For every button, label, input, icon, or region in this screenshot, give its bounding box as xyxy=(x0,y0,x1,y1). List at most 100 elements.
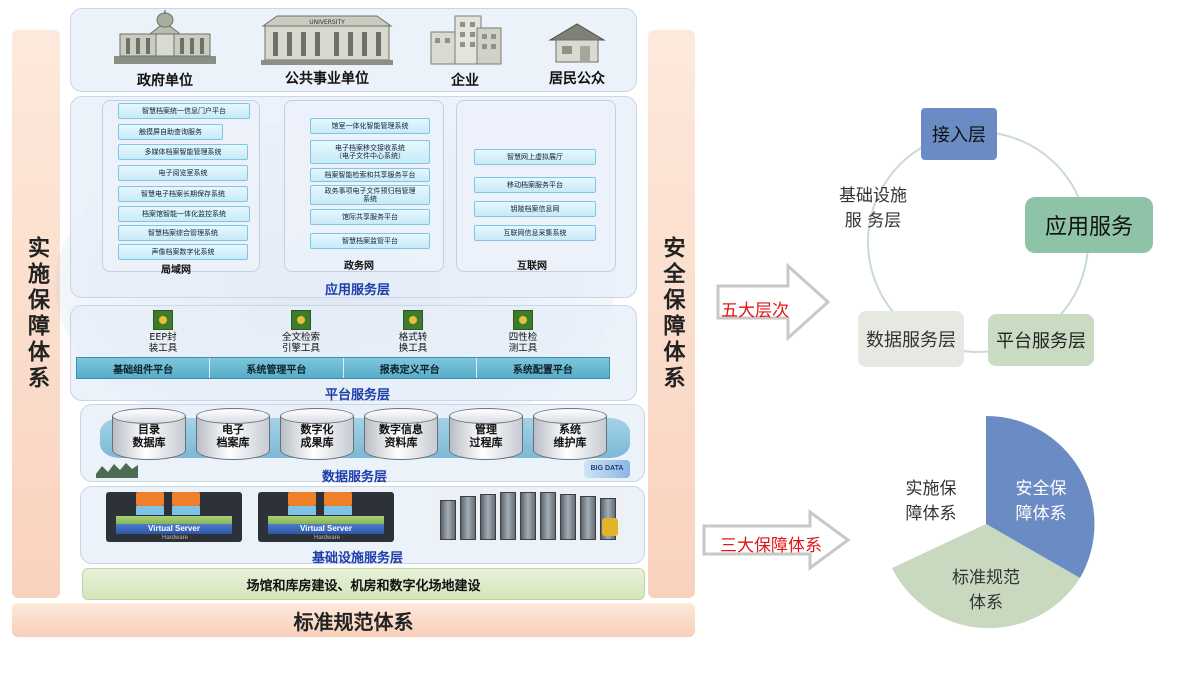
tool-fulltext-label: 全文检索 引擎工具 xyxy=(281,332,320,355)
app-chip xyxy=(324,492,352,506)
storage-barrel-icon xyxy=(602,518,618,536)
database-cylinder: 目录 数据库 xyxy=(112,408,186,464)
gov-app-box: 档案智能检索和共享服务平台 xyxy=(310,168,430,182)
internet-app-box: 智慧网上虚拟展厅 xyxy=(474,149,596,165)
three-systems-label: 三大保障体系 xyxy=(720,536,822,556)
hardware-label: Hardware xyxy=(314,535,341,541)
platform-bar: 基础组件平台 系统管理平台 报表定义平台 系统配置平台 xyxy=(76,357,610,379)
entity-residents: 居民公众 xyxy=(532,20,622,88)
lan-app-box: 智慧电子档案长期保存系统 xyxy=(118,186,248,202)
platform-cell: 系统管理平台 xyxy=(210,358,344,378)
database-cylinder: 系统 维护库 xyxy=(533,408,607,464)
database-cylinder: 管理 过程库 xyxy=(449,408,523,464)
lan-app-box: 声像档案数字化系统 xyxy=(118,244,248,260)
virtual-server-label: Virtual Server xyxy=(116,524,232,534)
database-label: 电子 档案库 xyxy=(216,423,250,449)
entity-enterprise-label: 企业 xyxy=(451,73,479,89)
tool-eep: EEP封 装工具 xyxy=(128,310,198,355)
lan-app-box: 档案馆智能一体化监控系统 xyxy=(118,206,250,222)
hardware-label: Hardware xyxy=(162,535,189,541)
platform-cell: 系统配置平台 xyxy=(512,364,573,376)
lan-app-box: 多媒体档案智能管理系统 xyxy=(118,144,248,160)
gov-net-label: 政务网 xyxy=(344,261,374,272)
server-rack-room xyxy=(434,490,624,542)
office-building-icon xyxy=(430,15,502,65)
guarantee-pie xyxy=(890,415,1095,629)
five-layers-arrow xyxy=(716,262,831,342)
pie-standard-label: 标准规范 体系 xyxy=(952,568,1020,613)
lan-label: 局域网 xyxy=(161,265,191,276)
internet-app-box: 钥陵档案信息网 xyxy=(474,201,596,217)
entity-public-institution: UNIVERSITY 公共事业单位 xyxy=(252,10,402,88)
gov-app-box: 智慧档案监管平台 xyxy=(310,233,430,249)
application-layer-title: 应用服务层 xyxy=(325,283,391,298)
gov-app-box: 馆际共享服务平台 xyxy=(310,209,430,225)
data-layer-box: 数据服务层 xyxy=(858,311,964,367)
tool-eep-label: EEP封 装工具 xyxy=(148,332,178,355)
app-chip xyxy=(288,492,316,506)
gear-icon xyxy=(403,310,423,330)
tool-format-label: 格式转 换工具 xyxy=(398,332,428,355)
platform-cell: 报表定义平台 xyxy=(344,358,477,378)
foundation-bar: 场馆和库房建设、机房和数字化场地建设 xyxy=(82,568,645,600)
gov-app-box: 馆室一体化智能管理系统 xyxy=(310,118,430,134)
app-chip xyxy=(136,492,164,506)
app-chip xyxy=(172,492,200,506)
lan-app-box: 电子阅览室系统 xyxy=(118,165,248,181)
gear-icon xyxy=(153,310,173,330)
internet-label: 互联网 xyxy=(517,261,547,272)
data-wave-icon xyxy=(96,463,138,478)
os-chip xyxy=(172,506,200,515)
pie-slice-implement xyxy=(890,415,986,524)
entity-enterprise: 企业 xyxy=(420,12,510,90)
pie-slice-standard xyxy=(892,524,1080,629)
tool-fourcheck: 四性检 测工具 xyxy=(488,310,558,355)
entity-government: 政府单位 xyxy=(100,8,230,90)
tool-format: 格式转 换工具 xyxy=(378,310,448,355)
infra-layer-title: 基础设施服务层 xyxy=(312,551,404,566)
os-chip xyxy=(136,506,164,515)
standards-bar: 标准规范体系 xyxy=(12,603,695,637)
lan-app-box: 触摸屏自助查询服务 xyxy=(118,124,223,140)
data-layer-title: 数据服务层 xyxy=(322,470,388,485)
gov-app-box: 电子档案移交接收系统 （电子文件中心系统） xyxy=(310,140,430,164)
gear-icon xyxy=(513,310,533,330)
database-label: 数字化 成果库 xyxy=(300,423,334,449)
database-cylinder: 数字信息 资料库 xyxy=(364,408,438,464)
platform-cell: 基础组件平台 xyxy=(77,358,211,378)
university-building-icon: UNIVERSITY xyxy=(261,15,393,65)
platform-layer-box: 平台服务层 xyxy=(988,314,1094,366)
access-layer-box: 接入层 xyxy=(921,108,997,160)
entity-public-institution-label: 公共事业单位 xyxy=(285,71,369,87)
house-icon xyxy=(548,23,606,63)
os-chip xyxy=(288,506,316,515)
virtual-server-group: Virtual Server Hardware xyxy=(258,492,394,542)
os-chip xyxy=(324,506,352,515)
lan-app-box: 智慧档案统一信息门户平台 xyxy=(118,103,250,119)
pie-implement-label: 实施保 障体系 xyxy=(905,479,957,524)
implementation-pillar: 实施保障体系 xyxy=(12,30,60,598)
tool-fourcheck-label: 四性检 测工具 xyxy=(508,332,538,355)
pie-security-label: 安全保 障体系 xyxy=(1015,479,1067,524)
database-cylinder: 电子 档案库 xyxy=(196,408,270,464)
tool-fulltext: 全文检索 引擎工具 xyxy=(266,310,336,355)
database-label: 数字信息 资料库 xyxy=(379,423,423,449)
virtual-server-group: Virtual Server Hardware xyxy=(106,492,242,542)
database-cylinder: 数字化 成果库 xyxy=(280,408,354,464)
three-systems-arrow xyxy=(702,509,851,571)
lan-app-box: 智慧档案综合管理系统 xyxy=(118,225,248,241)
implementation-pillar-label: 实施保障体系 xyxy=(24,236,49,392)
database-label: 目录 数据库 xyxy=(132,423,166,449)
security-pillar: 安全保障体系 xyxy=(648,30,695,598)
virtual-server-label: Virtual Server xyxy=(268,524,384,534)
security-pillar-label: 安全保障体系 xyxy=(659,236,685,392)
infra-layer-text: 基础设施 服 务层 xyxy=(839,186,907,231)
internet-app-box: 移动档案服务平台 xyxy=(474,177,596,193)
application-service-box: 应用服务 xyxy=(1025,197,1153,253)
entity-government-label: 政府单位 xyxy=(137,73,193,89)
gear-icon xyxy=(291,310,311,330)
platform-layer-title: 平台服务层 xyxy=(325,388,391,403)
pie-slice-security xyxy=(986,415,1095,578)
university-sign: UNIVERSITY xyxy=(309,19,345,26)
gov-app-box: 政务事项电子文件预归档管理 系统 xyxy=(310,185,430,205)
